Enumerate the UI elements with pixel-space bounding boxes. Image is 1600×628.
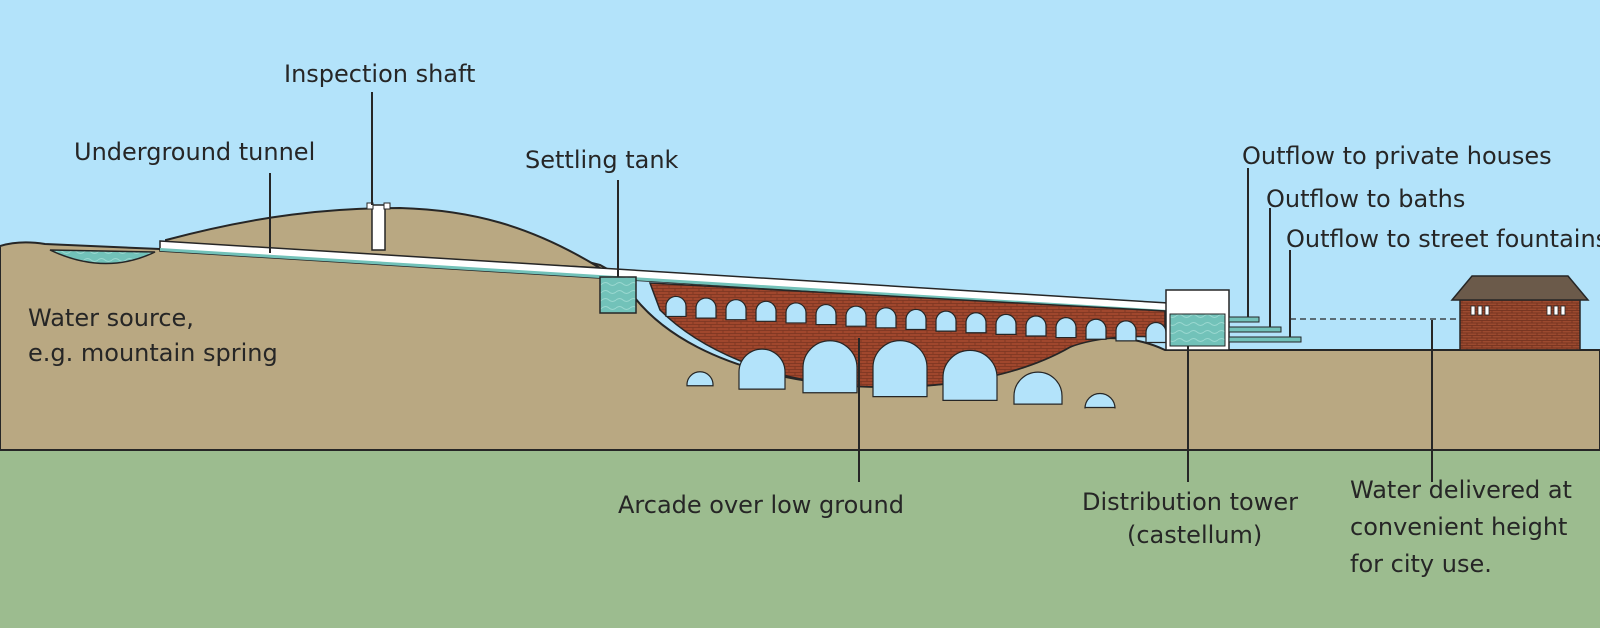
label-city-use: for city use.: [1350, 550, 1492, 578]
label-outflow-baths: Outflow to baths: [1266, 185, 1466, 213]
arcade-small-arch: [905, 308, 927, 331]
label-inspection-shaft: Inspection shaft: [284, 60, 476, 88]
arcade-small-arch: [1115, 320, 1137, 342]
arcade-small-arch: [995, 313, 1017, 335]
arcade-upper-arches: [665, 295, 1167, 344]
label-arcade: Arcade over low ground: [618, 491, 904, 519]
inspection-shaft-cap-left: [366, 202, 374, 210]
settling-tank: [599, 276, 637, 314]
bedrock-layer: [0, 450, 1600, 628]
house-window: [1560, 305, 1566, 316]
outflow-pipe-fountains: [1228, 336, 1302, 343]
label-water-source: Water source,: [28, 304, 194, 332]
house-window: [1546, 305, 1552, 316]
arcade-small-arch: [1025, 315, 1047, 337]
arcade-small-arch: [875, 307, 897, 329]
arcade-small-arch: [845, 305, 867, 327]
arcade-small-arch: [935, 310, 957, 332]
arcade-small-arch: [725, 299, 747, 321]
arcade-large-arch: [872, 339, 928, 398]
inspection-shaft-cap-right: [383, 202, 391, 210]
house-window: [1470, 305, 1476, 316]
outflow-pipe-baths: [1228, 326, 1282, 333]
label-underground-tunnel: Underground tunnel: [74, 138, 316, 166]
arcade-small-arch: [1055, 317, 1077, 339]
house-window: [1553, 305, 1559, 316]
castellum-tank: [1169, 313, 1226, 347]
arcade-small-arch: [665, 295, 687, 318]
arcade-small-arch: [1145, 321, 1167, 344]
arcade-lower-arches: [686, 339, 1116, 409]
label-castellum: (castellum): [1127, 521, 1263, 549]
arcade-large-arch: [942, 349, 998, 401]
label-settling-tank: Settling tank: [525, 146, 679, 174]
city-house: [1450, 275, 1590, 351]
arcade-large-arch: [1013, 371, 1063, 405]
label-distribution-tower: Distribution tower: [1082, 488, 1298, 516]
label-water-delivered: Water delivered at: [1350, 476, 1572, 504]
label-water-source-example: e.g. mountain spring: [28, 339, 278, 367]
arcade-large-arch: [1084, 392, 1116, 409]
label-convenient-height: convenient height: [1350, 513, 1568, 541]
label-outflow-private: Outflow to private houses: [1242, 142, 1552, 170]
house-window: [1484, 305, 1490, 316]
inspection-shaft: [371, 204, 386, 251]
water-source-pool: [49, 249, 156, 265]
arcade-large-arch: [686, 371, 714, 387]
arcade-small-arch: [815, 303, 837, 326]
house-window: [1477, 305, 1483, 316]
arcade-small-arch: [785, 302, 807, 324]
arcade-small-arch: [755, 300, 777, 322]
house-roof: [1450, 275, 1590, 301]
arcade-small-arch: [1085, 318, 1107, 340]
outflow-pipe-private: [1228, 316, 1260, 323]
arcade-small-arch: [695, 297, 717, 319]
arcade-large-arch: [738, 348, 786, 390]
arcade-small-arch: [965, 312, 987, 334]
arcade-large-arch: [802, 340, 858, 394]
label-outflow-fountains: Outflow to street fountains: [1286, 225, 1600, 253]
